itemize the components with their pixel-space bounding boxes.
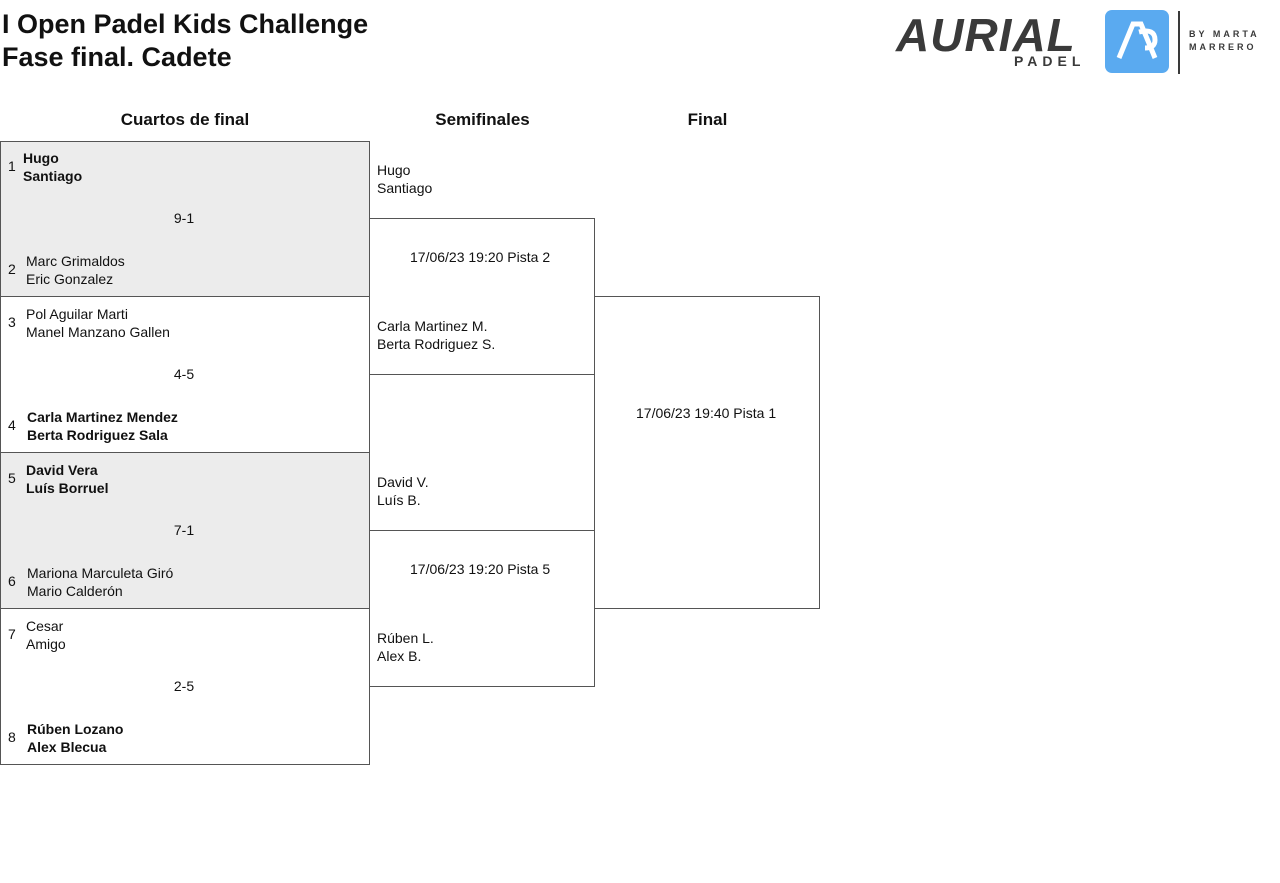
seed-number: 5	[8, 470, 16, 486]
semifinal-team-names: Carla Martinez M.Berta Rodriguez S.	[377, 318, 496, 352]
page-title: I Open Padel Kids Challenge Fase final. …	[2, 8, 368, 74]
tournament-name: I Open Padel Kids Challenge	[2, 9, 369, 39]
match-schedule: 17/06/23 19:20 Pista 2	[410, 249, 551, 265]
quarterfinal-match-1	[0, 141, 370, 297]
heading-semifinals: Semifinales	[435, 110, 530, 129]
seed-number: 2	[8, 261, 16, 277]
seed-number: 3	[8, 314, 16, 330]
final-schedule: 17/06/23 19:40 Pista 1	[636, 405, 777, 421]
seed-number: 4	[8, 417, 16, 433]
match-score: 2-5	[173, 678, 195, 694]
logo-badge-icon	[1105, 10, 1169, 73]
logo-word: AURIAL	[896, 9, 1076, 61]
final-match	[594, 296, 820, 609]
match-schedule: 17/06/23 19:20 Pista 5	[410, 561, 551, 577]
match-score: 4-5	[173, 366, 195, 382]
semifinal-team-names: Rúben L.Alex B.	[377, 630, 434, 664]
heading-quarterfinals: Cuartos de final	[120, 110, 250, 129]
seed-number: 8	[8, 729, 16, 745]
brand-logo: AURIAL PADEL BY MARTA MARRERO	[893, 8, 1273, 78]
phase-name: Fase final. Cadete	[2, 42, 232, 72]
semifinal-team-names: David V.Luís B.	[377, 474, 429, 508]
seed-number: 7	[8, 626, 16, 642]
logo-separator	[1178, 11, 1180, 74]
match-score: 7-1	[173, 522, 195, 538]
logo-by-text: BY MARTA MARRERO	[1189, 29, 1260, 52]
match-score: 9-1	[173, 210, 195, 226]
seed-number: 1	[8, 158, 16, 174]
heading-final: Final	[687, 110, 728, 129]
logo-sub: PADEL	[1014, 53, 1086, 69]
seed-number: 6	[8, 573, 16, 589]
